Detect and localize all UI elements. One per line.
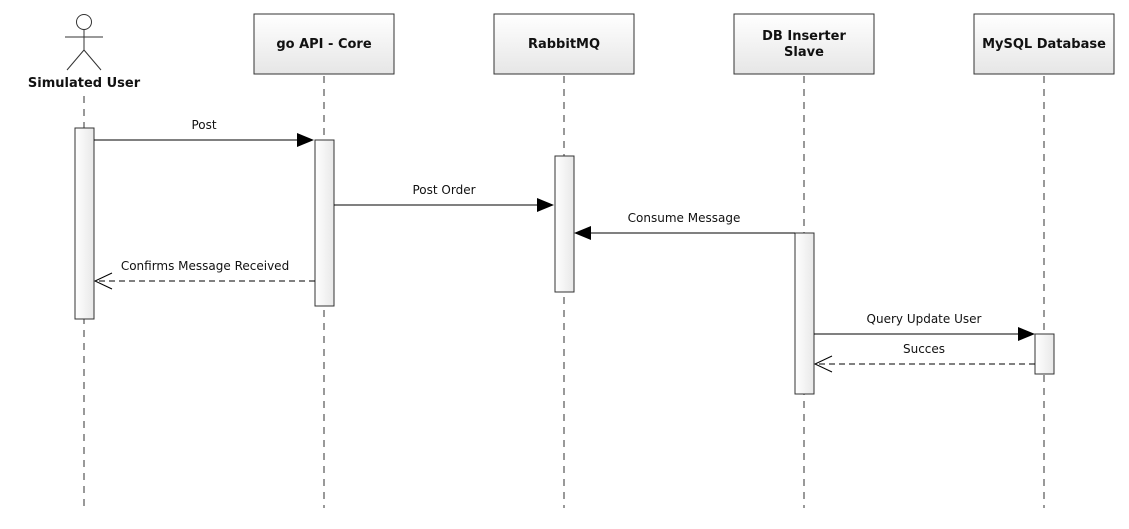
message-consume-message: Consume Message xyxy=(574,211,795,240)
actor-simulated-user: Simulated User xyxy=(28,14,141,91)
filled-arrowhead-icon xyxy=(1018,327,1035,341)
activation-simulated-user xyxy=(74,127,95,320)
message-succes: Succes xyxy=(813,342,1035,373)
participant-mysql-database: MySQL Database xyxy=(973,13,1115,75)
filled-arrowhead-icon xyxy=(537,198,554,212)
participant-label: RabbitMQ xyxy=(528,37,600,52)
participant-label-line-2: Slave xyxy=(784,45,824,60)
activation-rabbitmq xyxy=(554,155,575,293)
message-confirms-message-received: Confirms Message Received xyxy=(93,259,315,290)
filled-arrowhead-icon xyxy=(297,133,314,147)
message-label: Consume Message xyxy=(628,211,741,225)
activation-go-api-core xyxy=(314,139,335,307)
message-query-update-user: Query Update User xyxy=(814,312,1035,341)
participant-label: MySQL Database xyxy=(982,37,1106,52)
message-label: Post xyxy=(191,118,216,132)
activation-mysql-database xyxy=(1034,333,1055,375)
open-arrowhead-icon xyxy=(93,272,113,290)
filled-arrowhead-icon xyxy=(574,226,591,240)
message-post-order: Post Order xyxy=(334,183,554,212)
message-label: Post Order xyxy=(412,183,475,197)
participant-go-api-core: go API - Core xyxy=(253,13,395,75)
stick-figure-icon xyxy=(65,14,103,71)
open-arrowhead-icon xyxy=(813,355,833,373)
message-post: Post xyxy=(94,118,314,147)
message-label: Confirms Message Received xyxy=(121,259,289,273)
activation-db-inserter-slave xyxy=(794,232,815,395)
participant-db-inserter-slave: DB Inserter Slave xyxy=(733,13,875,75)
participant-rabbitmq: RabbitMQ xyxy=(493,13,635,75)
participant-label: go API - Core xyxy=(276,37,372,52)
message-label: Succes xyxy=(903,342,945,356)
participant-label-line-1: DB Inserter xyxy=(762,29,846,44)
message-label: Query Update User xyxy=(867,312,982,326)
participant-label: Simulated User xyxy=(28,76,141,91)
